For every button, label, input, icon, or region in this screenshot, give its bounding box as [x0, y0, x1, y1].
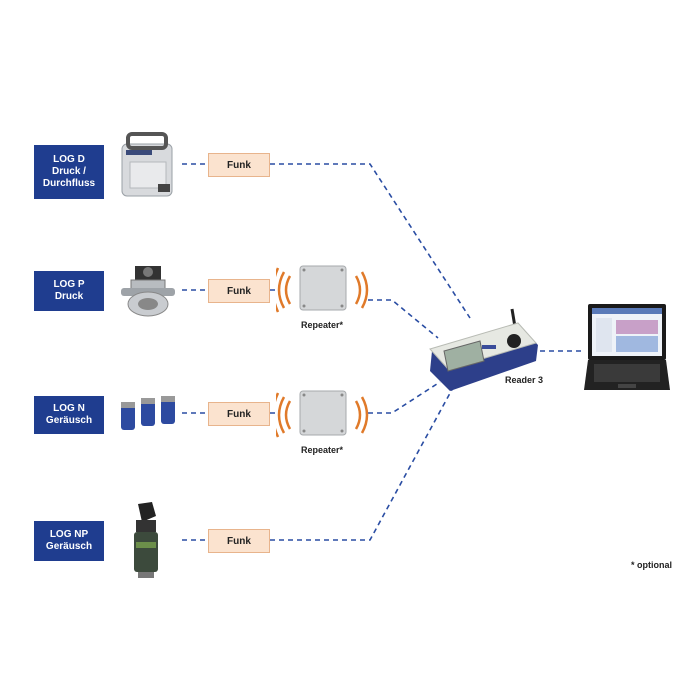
log-p-subtitle: Druck	[54, 291, 84, 302]
log-n-label: LOG N Geräusch	[34, 396, 104, 434]
repeater-1-label: Repeater*	[301, 320, 344, 330]
repeater-2-icon	[276, 390, 369, 438]
radio-waves-right-icon	[354, 396, 369, 434]
log-np-title: LOG NP	[49, 529, 89, 540]
radio-waves-left-icon	[276, 392, 292, 438]
link-logd-reader	[270, 163, 471, 319]
log-p-sensor-icon	[121, 266, 175, 317]
link-repeater1-reader	[368, 299, 439, 339]
funk-box-log-n: Funk	[208, 402, 270, 426]
reader-3-device-icon	[429, 308, 538, 391]
funk-box-log-np: Funk	[208, 529, 270, 553]
funk-label: Funk	[227, 159, 251, 171]
funk-label: Funk	[227, 408, 251, 420]
optional-note: * optional	[631, 560, 672, 570]
log-np-subtitle: Geräusch	[45, 541, 93, 552]
repeater-2-label: Repeater*	[301, 445, 344, 455]
log-d-subtitle: Druck /	[52, 166, 86, 177]
funk-label: Funk	[227, 285, 251, 297]
log-p-label: LOG P Druck	[34, 271, 104, 311]
log-p-title: LOG P	[53, 279, 85, 290]
laptop-icon	[584, 304, 670, 390]
radio-waves-left-icon	[276, 267, 292, 313]
log-d-device-icon	[121, 132, 173, 197]
radio-waves-right-icon	[354, 271, 369, 309]
repeater-1-icon	[276, 265, 369, 313]
log-n-subtitle: Geräusch	[45, 415, 93, 426]
reader-3-label: Reader 3	[505, 375, 544, 385]
log-d-label: LOG D Druck / Durchfluss	[34, 145, 104, 199]
funk-box-log-p: Funk	[208, 279, 270, 303]
link-lognp-reader	[270, 383, 456, 541]
funk-box-log-d: Funk	[208, 153, 270, 177]
log-d-title: LOG D	[53, 154, 85, 165]
log-np-sensor-icon	[134, 502, 158, 578]
log-d-subtitle-2: Durchfluss	[42, 178, 96, 189]
funk-label: Funk	[227, 535, 251, 547]
log-n-loggers-icon	[121, 396, 175, 430]
log-np-label: LOG NP Geräusch	[34, 521, 104, 561]
log-n-title: LOG N	[53, 403, 85, 414]
